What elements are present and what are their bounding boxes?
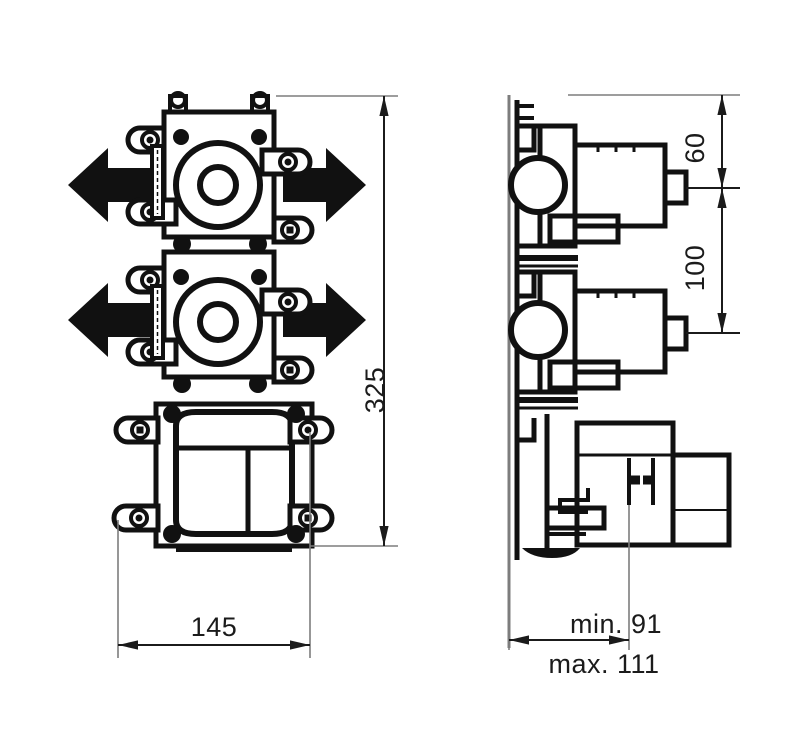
bottom-mount-lug-top-right xyxy=(287,415,335,445)
side-escutcheon-box xyxy=(673,452,732,548)
upper-mount-lug-right xyxy=(259,147,313,177)
upper-valve-cartridge xyxy=(173,140,263,230)
upper-valve-fasteners xyxy=(173,129,267,253)
side-bottom-stepped-flange xyxy=(547,488,607,536)
dimension-100: 100 xyxy=(680,188,727,333)
dimension-min-91-label: min. 91 xyxy=(570,609,662,639)
side-view-group xyxy=(507,95,732,648)
dimension-60-100-group: 60 100 xyxy=(568,94,740,334)
dimension-60-label: 60 xyxy=(680,132,710,163)
bottom-mount-lug-bottom-right xyxy=(287,503,335,533)
dimension-100-label: 100 xyxy=(680,245,710,292)
dimension-145: 145 xyxy=(117,432,311,658)
front-view-group xyxy=(68,91,366,552)
flow-arrow-right-upper xyxy=(283,148,366,222)
upper-valve-top-post-left xyxy=(169,91,187,109)
dimension-60: 60 xyxy=(680,95,727,188)
lower-mount-lug-right xyxy=(259,287,313,317)
side-clamp-detail xyxy=(627,458,655,505)
bottom-mount-lug-top-left xyxy=(113,415,161,445)
flow-arrow-right-lower xyxy=(283,283,366,357)
side-bottom-housing xyxy=(514,414,550,550)
upper-valve-top-post-right xyxy=(251,91,269,109)
dimension-max-111-label: max. 111 xyxy=(548,649,659,679)
dimension-145-label: 145 xyxy=(191,612,238,642)
side-upper-valve-spindle xyxy=(547,213,621,245)
lower-valve-cartridge xyxy=(173,277,263,367)
upper-mount-lug-lower-right xyxy=(271,215,315,245)
side-lower-valve-spindle xyxy=(547,359,621,391)
side-lower-valve-bore xyxy=(508,300,568,360)
flow-arrow-left-upper xyxy=(68,148,152,222)
side-upper-valve-bore xyxy=(508,155,568,215)
flow-arrow-left-lower xyxy=(68,283,152,357)
dimension-325: 325 xyxy=(276,95,398,547)
dimension-depth-group: min. 91 max. 111 xyxy=(508,505,662,679)
bottom-mount-lug-bottom-left xyxy=(111,503,161,533)
dimension-325-label: 325 xyxy=(360,367,390,414)
bottom-housing-module xyxy=(153,401,315,549)
lower-mount-lug-lower-right xyxy=(271,355,315,385)
side-bottom-foot xyxy=(522,548,580,558)
bottom-housing-fasteners xyxy=(163,405,305,543)
upper-valve-left-rail xyxy=(150,144,165,220)
lower-valve-left-rail xyxy=(150,284,165,360)
lower-valve-fasteners xyxy=(173,269,267,393)
bottom-housing-foot xyxy=(176,546,292,552)
side-middle-divider xyxy=(517,255,578,268)
side-lower-divider xyxy=(517,397,578,410)
